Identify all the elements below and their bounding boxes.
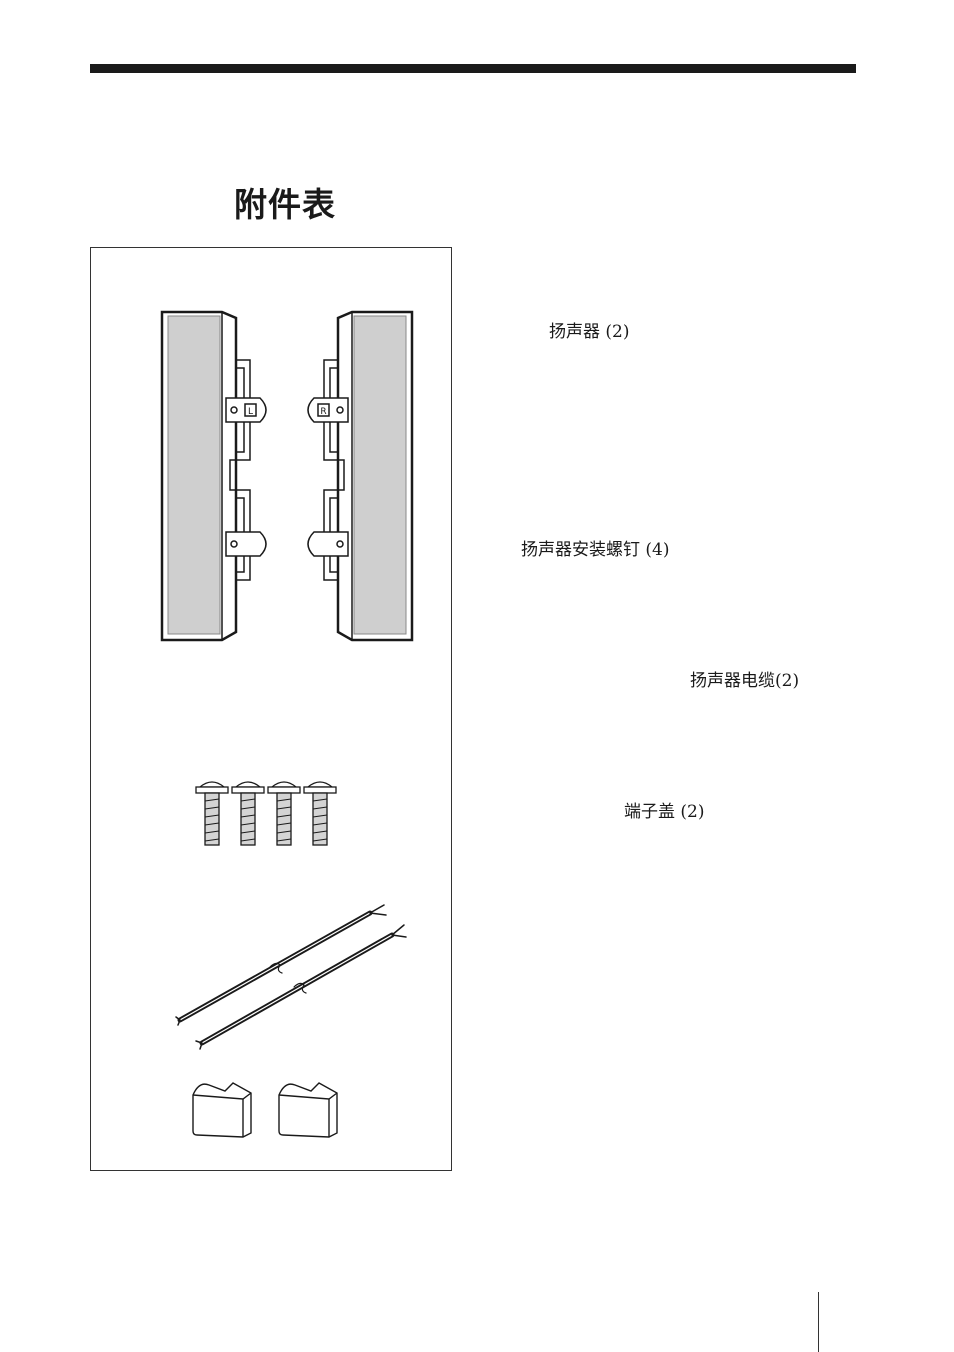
page-edge-rule — [818, 1292, 819, 1352]
speaker-pair-illustration: L R — [150, 300, 430, 650]
header-rule — [90, 64, 856, 73]
speaker-cables-illustration — [170, 895, 410, 1055]
terminal-covers-label: 端子盖 (2) — [624, 797, 704, 822]
right-badge: R — [320, 407, 326, 417]
mounting-screws-illustration — [190, 775, 350, 855]
left-badge: L — [248, 407, 253, 417]
terminal-covers-illustration — [185, 1075, 365, 1145]
page-title: 附件表 — [234, 178, 336, 226]
speaker-label: 扬声器 (2) — [549, 317, 629, 342]
speaker-cables-label: 扬声器电缆(2) — [690, 666, 799, 691]
mounting-screws-label: 扬声器安装螺钉 (4) — [521, 535, 669, 560]
